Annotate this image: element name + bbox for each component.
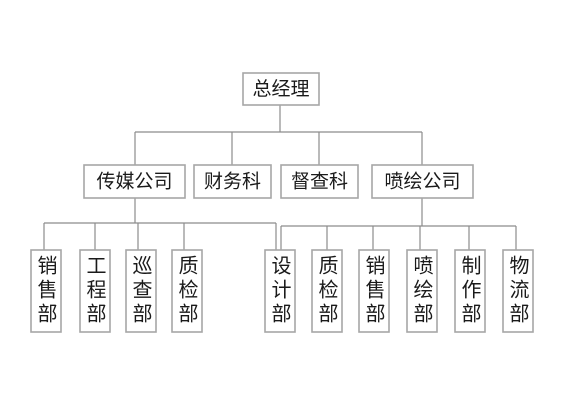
finance-section-label: 财务科 xyxy=(204,171,261,193)
media-company-node: 传媒公司 xyxy=(83,164,186,199)
media-dept-qc-label: 质检部 xyxy=(175,255,199,327)
print-dept-design-node: 设计部 xyxy=(264,249,296,333)
media-dept-engineering-label: 工程部 xyxy=(83,255,107,327)
media-dept-engineering-box xyxy=(79,249,111,333)
connectors xyxy=(43,105,517,250)
print-company-label: 喷绘公司 xyxy=(384,171,460,193)
print-dept-production-node: 制作部 xyxy=(454,249,486,333)
media-dept-qc-node: 质检部 xyxy=(171,249,203,333)
media-dept-sales-box xyxy=(30,249,62,333)
print-dept-logistics-label: 物流部 xyxy=(506,255,530,327)
media-dept-engineering-node: 工程部 xyxy=(79,249,111,333)
media-company-label: 传媒公司 xyxy=(96,171,172,193)
print-dept-production-label: 制作部 xyxy=(458,255,482,327)
media-dept-qc-box xyxy=(171,249,203,333)
print-dept-production-box xyxy=(454,249,486,333)
print-dept-sales-node: 销售部 xyxy=(358,249,390,333)
print-dept-inkjet-node: 喷绘部 xyxy=(406,249,438,333)
media-dept-sales-label: 销售部 xyxy=(34,255,58,327)
inspection-section-node: 督查科 xyxy=(280,164,359,199)
media-dept-sales-node: 销售部 xyxy=(30,249,62,333)
print-dept-design-box xyxy=(264,249,296,333)
print-dept-inkjet-label: 喷绘部 xyxy=(410,255,434,327)
print-dept-logistics-box xyxy=(502,249,534,333)
print-company-box xyxy=(371,164,474,199)
general-manager-label: 总经理 xyxy=(252,78,309,100)
finance-section-box xyxy=(193,164,272,199)
print-dept-qc-node: 质检部 xyxy=(311,249,343,333)
general-manager-node: 总经理 xyxy=(242,72,320,106)
print-dept-sales-box xyxy=(358,249,390,333)
print-dept-inkjet-box xyxy=(406,249,438,333)
inspection-section-box xyxy=(280,164,359,199)
print-dept-qc-label: 质检部 xyxy=(315,255,339,327)
print-dept-logistics-node: 物流部 xyxy=(502,249,534,333)
inspection-section-label: 督查科 xyxy=(291,171,348,193)
finance-section-node: 财务科 xyxy=(193,164,272,199)
media-dept-patrol-node: 巡查部 xyxy=(125,249,157,333)
media-company-box xyxy=(83,164,186,199)
print-dept-qc-box xyxy=(311,249,343,333)
general-manager-box xyxy=(242,72,320,106)
print-dept-sales-label: 销售部 xyxy=(362,255,386,327)
media-dept-patrol-label: 巡查部 xyxy=(129,255,153,327)
print-company-node: 喷绘公司 xyxy=(371,164,474,199)
media-dept-patrol-box xyxy=(125,249,157,333)
print-dept-design-label: 设计部 xyxy=(268,255,292,327)
